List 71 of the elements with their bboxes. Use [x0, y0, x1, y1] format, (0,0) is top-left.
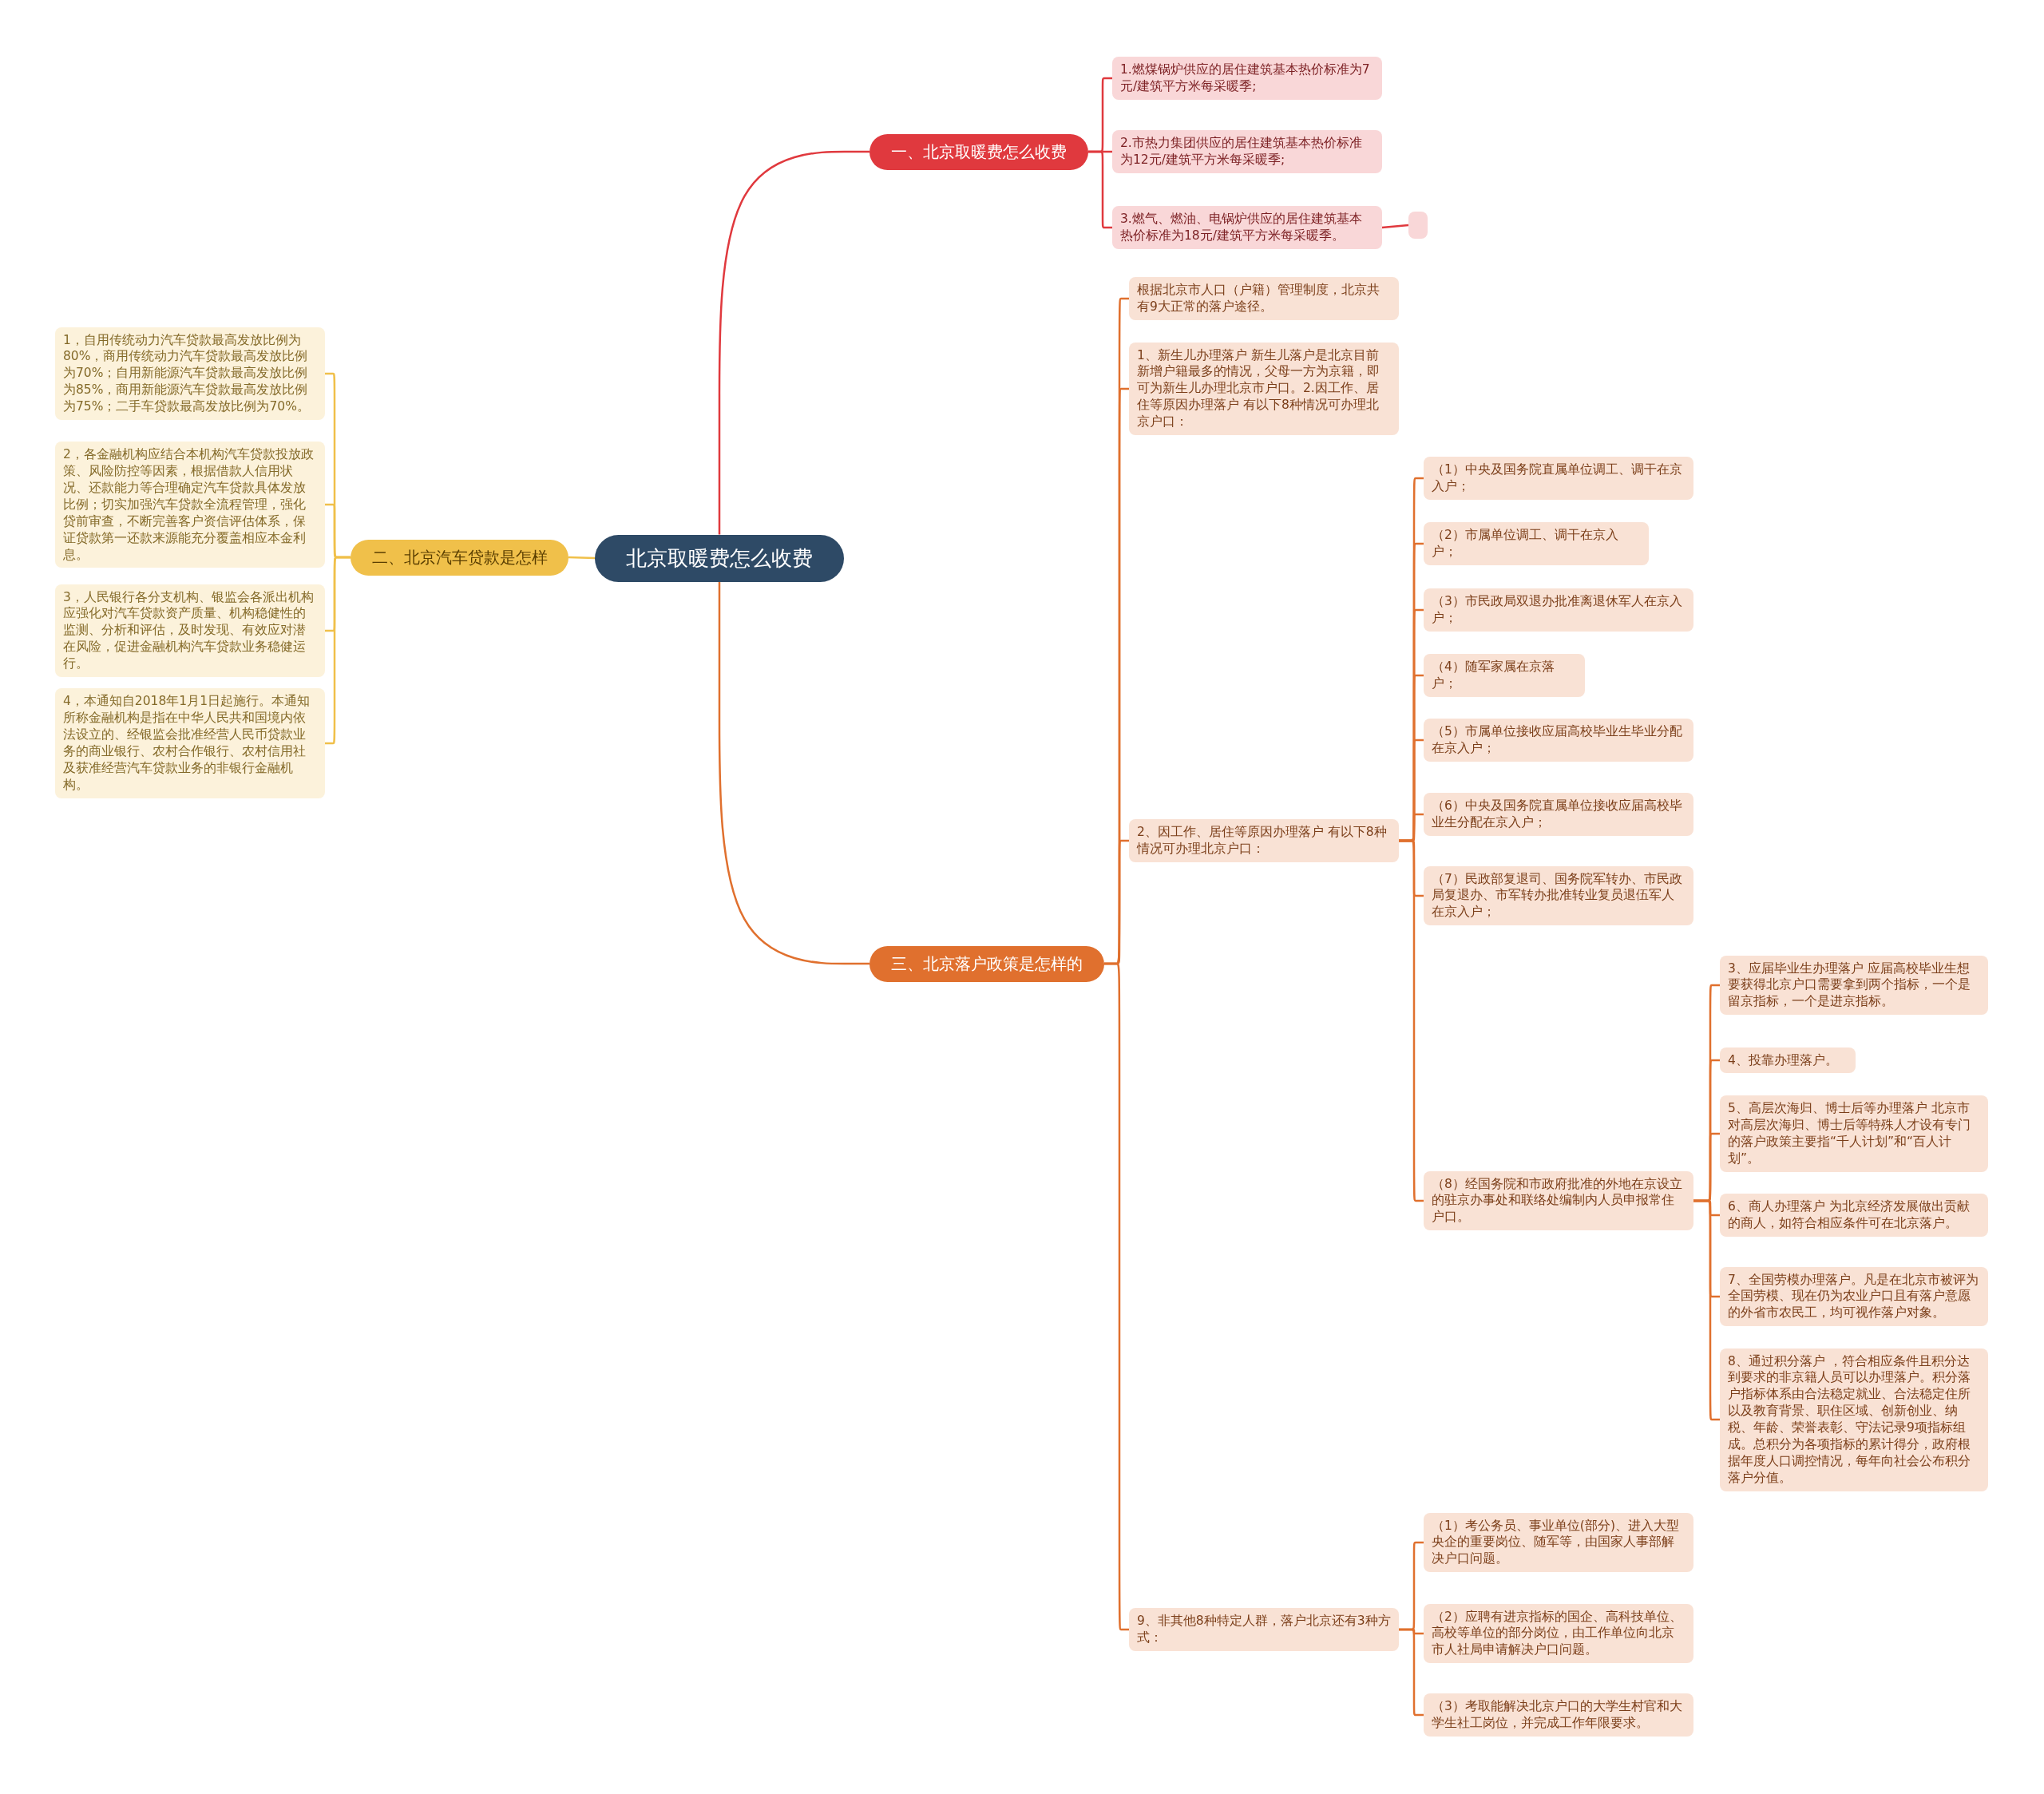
- topic-text: 二、北京汽车贷款是怎样: [370, 546, 549, 568]
- subtopic-box: [1424, 1603, 1693, 1664]
- connector-line: [1399, 1628, 1424, 1717]
- subtopic-box: [1424, 457, 1693, 500]
- topic-text: 3.燃气、燃油、电锅炉供应的居住建筑基本热价标准为18元/建筑平方米每采暖季。: [1120, 211, 1363, 244]
- subtopic-box: [1129, 819, 1399, 862]
- topic-text: 2.市热力集团供应的居住建筑基本热价标准为12元/建筑平方米每采暖季;: [1120, 135, 1363, 168]
- subtopic-box: [1424, 865, 1693, 926]
- topic-text: 一、北京取暖费怎么收费: [890, 141, 1068, 163]
- connector-line: [1104, 962, 1129, 1631]
- topic-text: （2）应聘有进京指标的国企、高科技单位、高校等单位的部分岗位，由工作单位向北京市人社局申请解决户口问题。: [1432, 1608, 1683, 1659]
- subtopic-box: [55, 327, 325, 421]
- subtopic-box: [1424, 588, 1693, 632]
- subtopic-box: [1424, 1693, 1693, 1737]
- topic-text: 8、通过积分落户 ，符合相应条件且积分达到要求的非京籍人员可以办理落户。积分落户指标体系由合法稳定就业、合法稳定住所以及教育背景、职住区域、创新创业、纳税、年龄、荣誉表彰、守法记录9项指标组成。总积分为各项指标的累计得分，政府根据年度人口调控情况，每年向社会公布积分落户分值。: [1728, 1352, 1971, 1487]
- topic-text: 1、新生儿办理落户 新生儿落户是北京目前新增户籍最多的情况，父母一方为京籍，即可为新生儿办理北京市户口。2.因工作、居住等原因办理落户 有以下8种情况可办理北京户口：: [1137, 347, 1380, 431]
- topic-text: 3、应届毕业生办理落户 应届高校毕业生想要获得北京户口需要拿到两个指标，一个是留京指标，一个是进京指标。: [1728, 960, 1971, 1011]
- topic-text: 4、投靠办理落户。: [1728, 1051, 1839, 1069]
- topic-text: 2、因工作、居住等原因办理落户 有以下8种情况可办理北京户口：: [1137, 824, 1388, 857]
- topic-text: （2）市属单位调工、调干在京入户；: [1432, 527, 1619, 560]
- topic-text: 2，各金融机构应结合本机构汽车贷款投放政策、风险防控等因素，根据借款人信用状况、还款能力等合理确定汽车贷款具体发放比例；切实加强汽车贷款全流程管理，强化贷前审查，不断完善客户资信评估体系，保证贷款第一还款来源能充分覆盖相应本金利息。: [63, 446, 315, 564]
- subtopic-box: [1424, 654, 1585, 697]
- subtopic-box: [55, 688, 325, 798]
- topic-text: （1）考公务员、事业单位(部分)、进入大型央企的重要岗位、随军等，由国家人事部解决户口问题。: [1432, 1517, 1680, 1568]
- topic-text: （3）考取能解决北京户口的大学生村官和大学生社工岗位，并完成工作年限要求。: [1432, 1698, 1683, 1732]
- subtopic-box: [1424, 793, 1693, 836]
- subtopic-box: [1720, 955, 1988, 1016]
- branch-topic: [869, 945, 1104, 982]
- subtopic-box: [1720, 1095, 1988, 1172]
- topic-text: （3）市民政局双退办批准离退休军人在京入户；: [1432, 593, 1683, 627]
- subtopic-box: [1424, 719, 1693, 762]
- branch-topic: [351, 539, 568, 576]
- topic-text: 3，人民银行各分支机构、银监会各派出机构应强化对汽车贷款资产质量、机构稳健性的监测、分析和评估，及时发现、有效应对潜在风险，促进金融机构汽车贷款业务稳健运行。: [63, 588, 315, 673]
- subtopic-box: [1720, 1194, 1988, 1237]
- topic-text: 9、非其他8种特定人群，落户北京还有3种方式：: [1137, 1613, 1391, 1646]
- subtopic-box: [1112, 130, 1382, 173]
- subtopic-box: [1129, 277, 1399, 320]
- subtopic-box: [1424, 1512, 1693, 1573]
- topic-text: 1.燃煤锅炉供应的居住建筑基本热价标准为7元/建筑平方米每采暖季;: [1120, 61, 1371, 95]
- connector-line: [1088, 150, 1112, 229]
- branch-topic: [869, 133, 1088, 170]
- subtopic-box: [1112, 57, 1382, 100]
- topic-text: （5）市属单位接收应届高校毕业生毕业分配在京入户；: [1432, 723, 1683, 757]
- topic-text: （4）随军家属在京落户；: [1432, 659, 1555, 692]
- topic-text: （7）民政部复退司、国务院军转办、市民政局复退办、市军转办批准转业复员退伍军人在京入户；: [1432, 870, 1683, 921]
- connector-line: [1399, 839, 1424, 1202]
- connector-line: [1381, 224, 1409, 229]
- topic-text: 北京取暖费怎么收费: [625, 545, 814, 572]
- subtopic-box: [55, 584, 325, 678]
- topic-text: 1，自用传统动力汽车贷款最高发放比例为80%，商用传统动力汽车贷款最高发放比例为70%；自用新能源汽车贷款最高发放比例为85%，商用新能源汽车贷款最高发放比例为75%；二手车贷款最高发放比例为70%。: [63, 331, 311, 416]
- topic-text: 三、北京落户政策是怎样的: [890, 952, 1083, 975]
- topic-text: （1）中央及国务院直属单位调工、调干在京入户；: [1432, 461, 1683, 495]
- connector-line: [718, 581, 869, 965]
- subtopic-box: [1720, 1348, 1988, 1491]
- subtopic-box: [1129, 1608, 1399, 1651]
- topic-text: 6、商人办理落户 为北京经济发展做出贡献的商人，如符合相应条件可在北京落户。: [1728, 1198, 1971, 1232]
- topic-text: 7、全国劳模办理落户。凡是在北京市被评为全国劳模、现在仍为农业户口且有落户意愿的外省市农民工，均可视作落户对象。: [1728, 1271, 1979, 1322]
- empty-topic-box: [1408, 212, 1428, 239]
- topic-text: （8）经国务院和市政府批准的外地在京设立的驻京办事处和联络处编制内人员申报常住户口。: [1432, 1175, 1683, 1226]
- topic-text: 4，本通知自2018年1月1日起施行。本通知所称金融机构是指在中华人民共和国境内依法设立的、经银监会批准经营人民币贷款业务的商业银行、农村合作银行、农村信用社及获准经营汽车贷款业务的非银行金融机构。: [63, 693, 311, 794]
- topic-text: （6）中央及国务院直属单位接收应届高校毕业生分配在京入户；: [1432, 798, 1683, 831]
- subtopic-box: [1720, 1047, 1856, 1074]
- subtopic-box: [1112, 206, 1382, 249]
- topic-text: 5、高层次海归、博士后等办理落户 北京市对高层次海归、博士后等特殊人才设有专门的落户政策主要指“千人计划”和“百人计划”。: [1728, 1100, 1971, 1167]
- subtopic-box: [1424, 522, 1649, 565]
- subtopic-box: [1129, 342, 1399, 436]
- connector-line: [568, 556, 596, 560]
- connector-line: [718, 150, 869, 535]
- subtopic-box: [1424, 1170, 1693, 1231]
- topic-text: 根据北京市人口（户籍）管理制度，北京共有9大正常的落户途径。: [1137, 282, 1380, 315]
- subtopic-box: [1720, 1266, 1988, 1327]
